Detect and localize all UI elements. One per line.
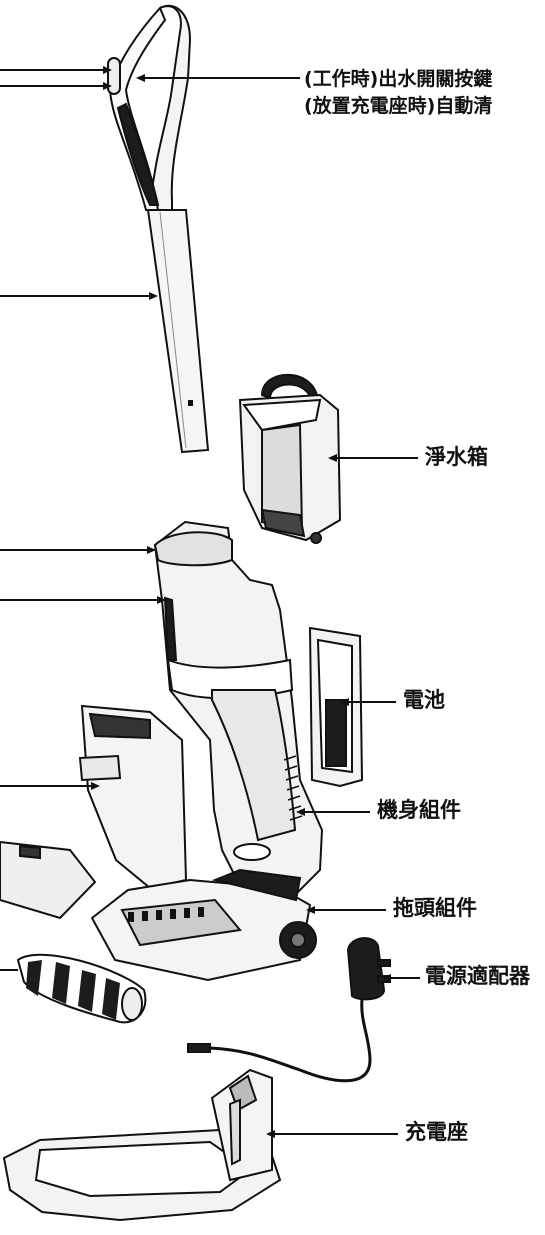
label-body: 機身組件 [377,798,461,822]
label-auto-clean: (放置充電座時)自動清 [304,95,493,117]
body-part [153,520,324,897]
cover-part [78,704,188,890]
label-clean-tank: 淨水箱 [425,445,488,469]
arrow-head [328,454,337,462]
battery-part [308,626,364,788]
arrow-head [136,74,145,82]
clean-tank-part [238,373,342,544]
handle-part [107,4,210,454]
arrow-head [382,974,391,982]
roller-brush-part [16,953,147,1024]
leader-lines [0,66,420,1138]
label-mop-head: 拖頭組件 [393,896,477,920]
arrow-head [296,808,305,816]
arrow-head [340,698,349,706]
label-battery: 電池 [403,688,445,712]
arrow-head [306,906,315,914]
arrow-head [149,292,158,300]
label-water-switch: (工作時)出水開關按鍵 [304,68,493,90]
arrow-head [103,66,112,74]
arrow-head [91,782,100,790]
label-charging-base: 充電座 [405,1120,468,1144]
arrow-head [157,596,166,604]
label-adapter: 電源適配器 [425,964,530,988]
charging-base-part [2,1068,282,1222]
arrow-head [147,546,156,554]
adapter-part [187,937,391,1083]
tray-part [0,840,97,920]
mop-head-part [90,868,317,982]
arrow-head [103,82,112,90]
arrow-head [266,1130,275,1138]
